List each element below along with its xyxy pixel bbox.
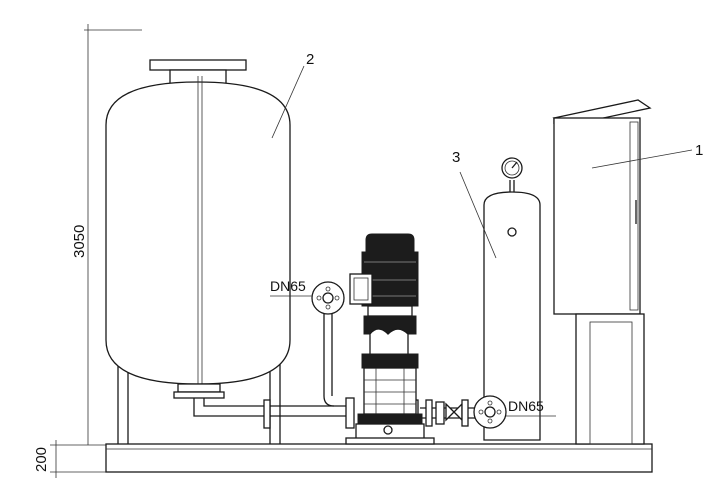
callout-2: 2 — [271, 51, 314, 139]
flange-right-icon — [473, 395, 507, 429]
pipe-label-left: DN65 — [270, 278, 312, 297]
small-pressure-tank — [483, 180, 541, 441]
callout-3: 3 — [452, 149, 497, 259]
dimension-base-height: 200 — [33, 440, 106, 478]
callout-2-label: 2 — [306, 51, 314, 68]
pipe-label-right-text: DN65 — [508, 398, 544, 414]
suction-pipe — [193, 397, 355, 429]
callout-1: 1 — [591, 142, 703, 169]
dimension-base-height-label: 200 — [33, 447, 50, 472]
dimension-total-height-label: 3050 — [71, 225, 88, 258]
pipe-label-right: DN65 — [506, 398, 556, 417]
flange-left-icon — [311, 281, 345, 315]
control-cabinet — [552, 99, 652, 445]
callout-3-label: 3 — [452, 149, 460, 166]
callout-1-label: 1 — [695, 142, 703, 159]
base-plate — [105, 443, 653, 473]
pressure-gauge-icon — [501, 157, 523, 179]
pipe-label-left-text: DN65 — [270, 278, 306, 294]
vertical-pump — [345, 233, 435, 445]
dimension-total-height: 3050 — [50, 24, 142, 446]
main-pressure-tank — [105, 59, 291, 444]
